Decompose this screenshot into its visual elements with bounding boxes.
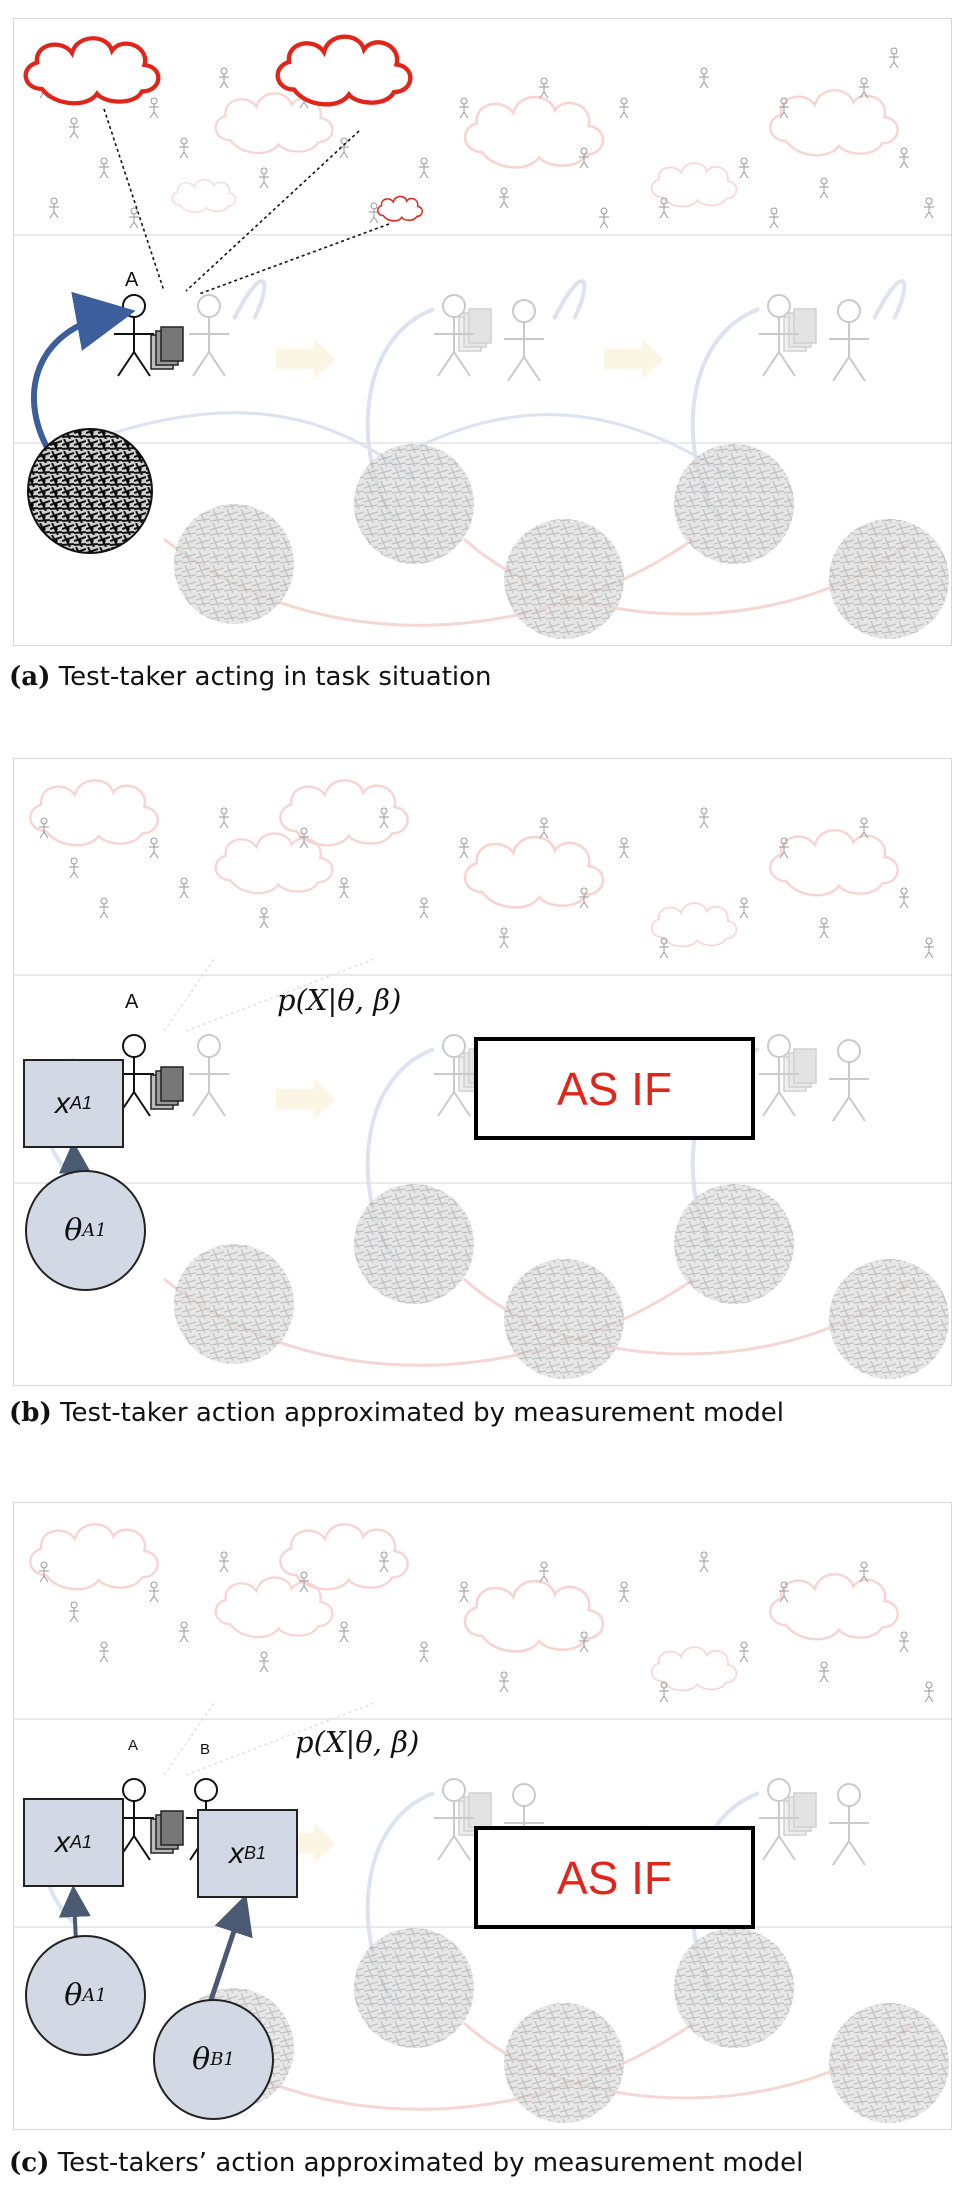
x-b1-symbol: x [228, 1836, 244, 1870]
caption-c-letter: (c) [9, 2148, 50, 2178]
theta-b1-subscript: B1 [210, 2049, 235, 2070]
cloud-icon [26, 37, 424, 222]
panel-b-background [14, 779, 951, 1379]
asif-label: AS IF [556, 1851, 673, 1904]
x-a1-subscript: A1 [69, 1093, 93, 1113]
person-a-icon [113, 294, 184, 377]
asif-box: AS IF [474, 1037, 755, 1140]
caption-c-text: Test-takers’ action approximated by meas… [57, 2148, 804, 2178]
person-a-label: A [125, 269, 139, 291]
caption-b-letter: (b) [9, 1398, 52, 1428]
x-a1-subscript: A1 [69, 1832, 93, 1852]
caption-b-text: Test-taker action approximated by measur… [60, 1398, 784, 1428]
panel-a: A [13, 18, 952, 646]
caption-b: (b) Test-taker action approximated by me… [9, 1398, 784, 1428]
asif-box: AS IF [474, 1826, 755, 1929]
caption-a-letter: (a) [9, 662, 51, 692]
caption-a-text: Test-taker acting in task situation [58, 662, 492, 692]
x-a1-symbol: x [54, 1825, 70, 1859]
theta-a1-subscript: A1 [82, 1985, 107, 2006]
theta-b1-symbol: θ [192, 2042, 211, 2077]
person-a-icon [113, 1778, 184, 1861]
panel-a-background [14, 19, 951, 639]
x-a1-symbol: x [54, 1086, 70, 1120]
asif-label: AS IF [556, 1062, 673, 1115]
theta-a1-subscript: A1 [82, 1220, 107, 1241]
person-b-label: B [200, 1741, 211, 1758]
theta-a1-symbol: θ [64, 1213, 83, 1248]
formula-text: p(X|θ, β) [277, 983, 402, 1017]
theta-a1-symbol: θ [64, 1978, 83, 2013]
person-a-label: A [125, 991, 139, 1013]
caption-a: (a) Test-taker acting in task situation [9, 662, 492, 692]
formula-text: p(X|θ, β) [295, 1725, 420, 1759]
x-b1-subscript: B1 [243, 1843, 267, 1863]
panel-c-background [14, 1523, 951, 2123]
caption-c: (c) Test-takers’ action approximated by … [9, 2148, 803, 2178]
person-a-label: A [128, 1737, 139, 1754]
network-icon [27, 428, 153, 554]
person-a-icon [113, 1034, 184, 1117]
